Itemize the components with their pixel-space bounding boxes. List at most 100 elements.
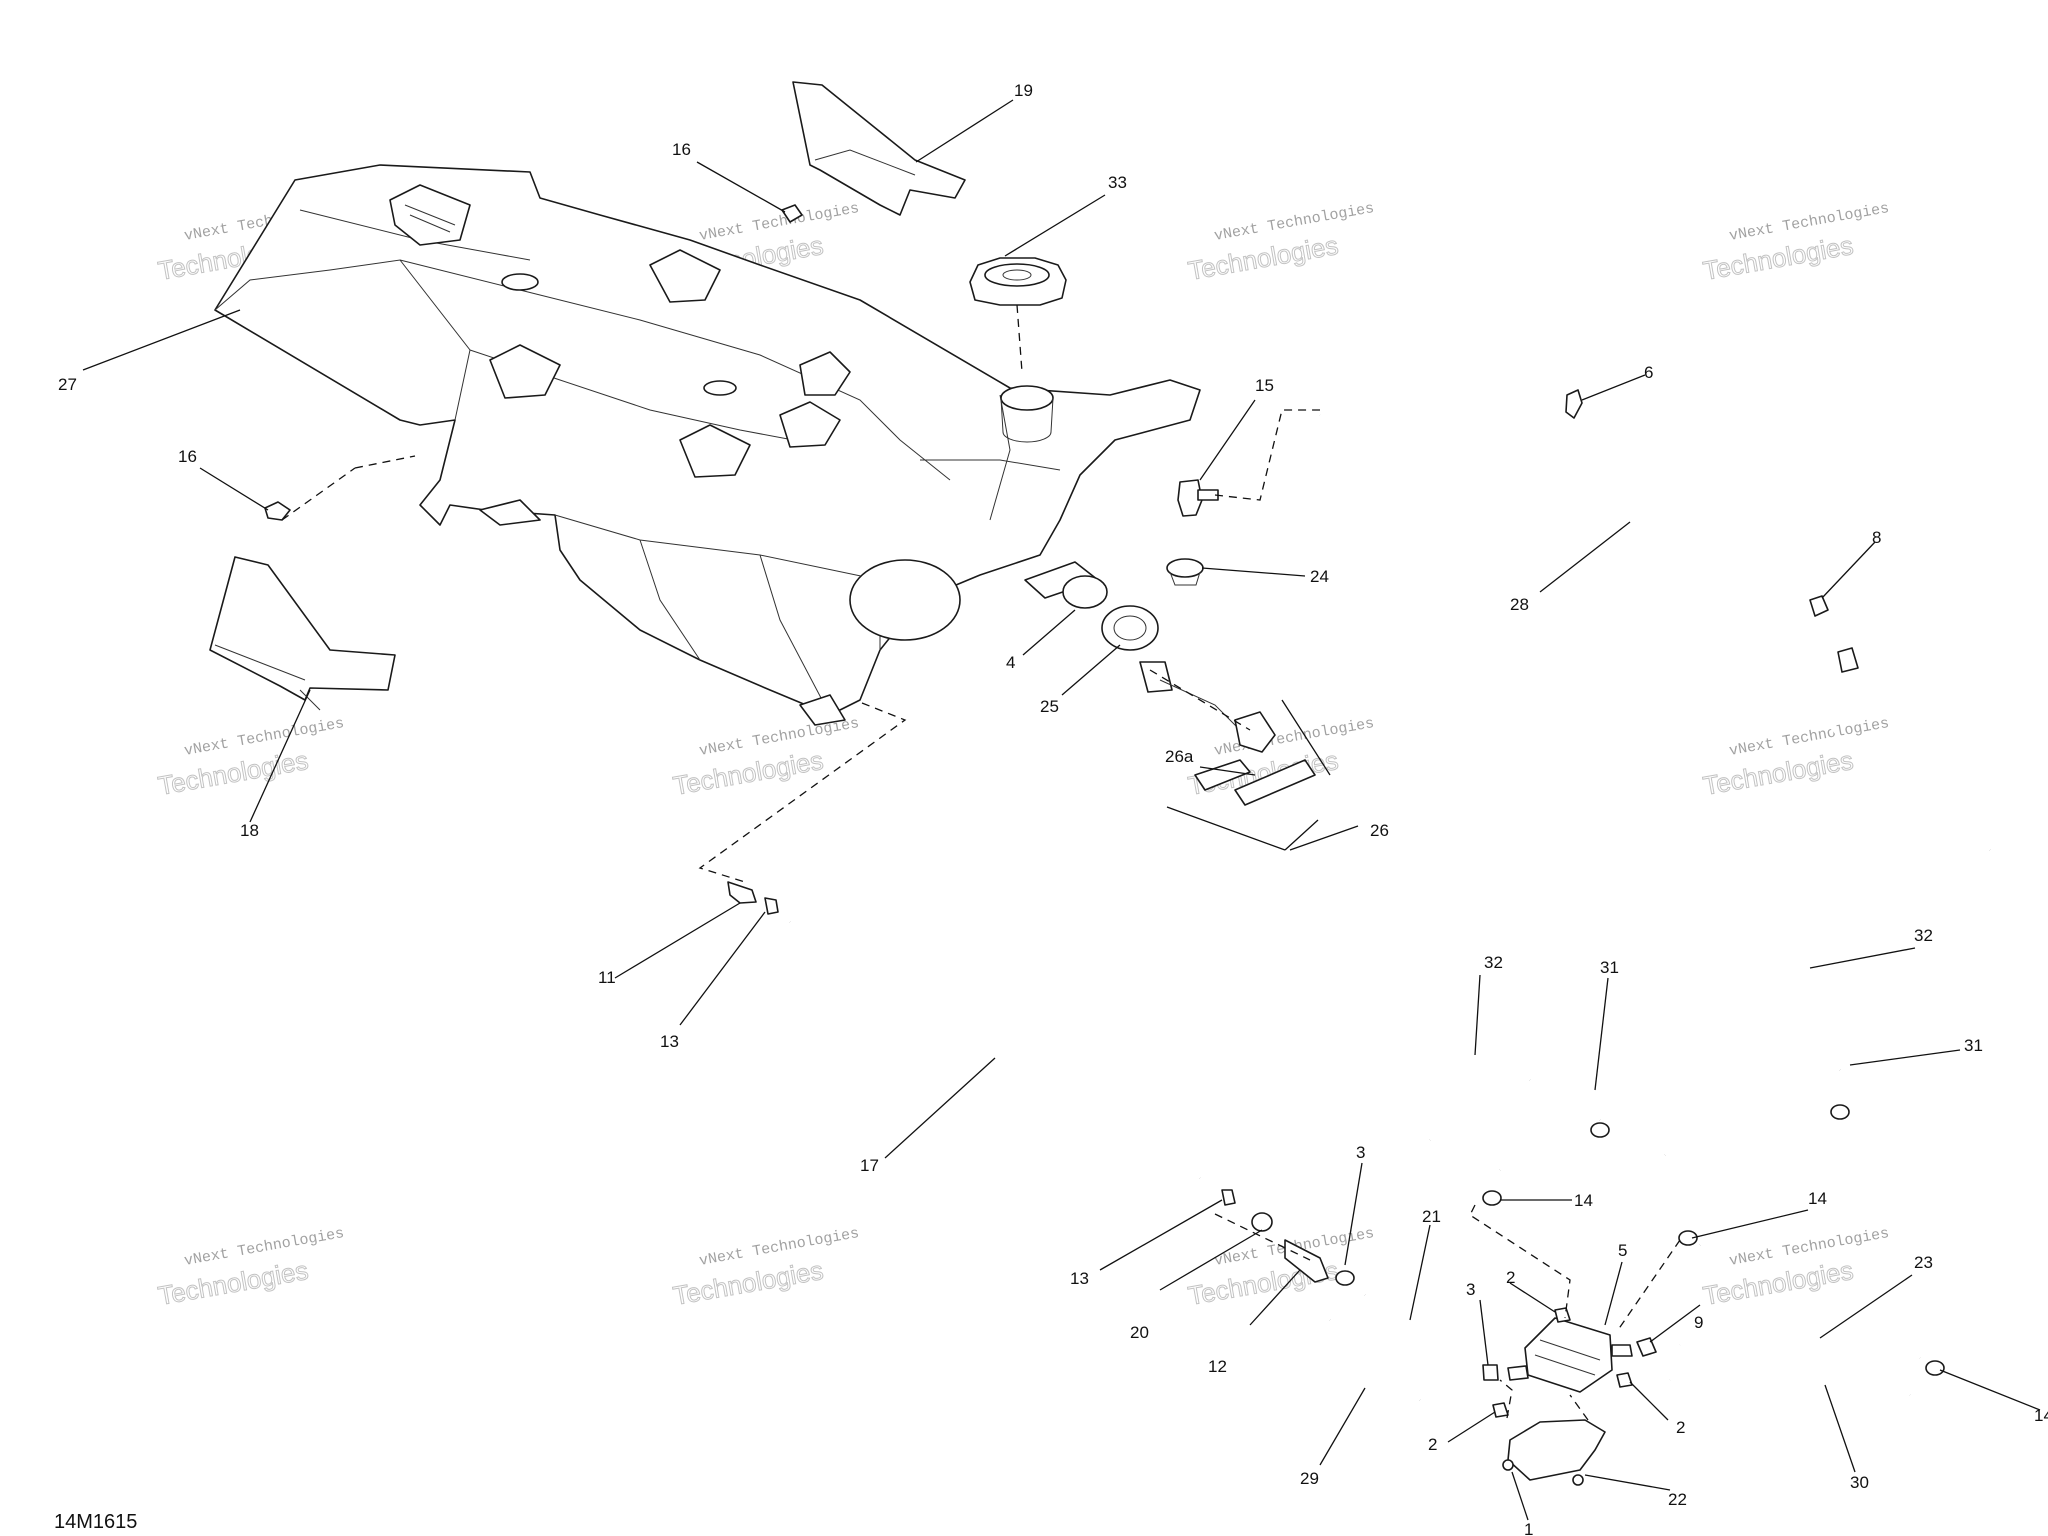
grommet-icon: [1251, 1212, 1273, 1232]
tank-pad-icon: [489, 344, 561, 399]
callout-6: 6: [1644, 363, 1653, 382]
callout-5: 5: [1618, 1241, 1627, 1260]
callout-14: 14: [1574, 1191, 1593, 1210]
callout-11: 11: [598, 968, 616, 987]
callout-25: 25: [1040, 697, 1059, 716]
clamp-icon: [1636, 1337, 1657, 1357]
callout-3b: 3: [1466, 1280, 1475, 1299]
callout-31: 31: [1600, 958, 1619, 977]
svg-text:Technologies: Technologies: [1186, 230, 1341, 286]
filler-grommet: [1166, 558, 1204, 586]
hose-set-left: [1422, 1048, 1607, 1175]
callout-3: 3: [1356, 1143, 1365, 1162]
callout-19: 19: [1014, 81, 1033, 100]
clamp-icon: [1482, 1364, 1499, 1381]
svg-text:Technologies: Technologies: [671, 1255, 826, 1311]
figure-id: 14M1615: [54, 1511, 138, 1533]
fuel-pump: [1139, 661, 1316, 806]
pressure-regulator: [1507, 1317, 1633, 1393]
callout-33: 33: [1108, 173, 1127, 192]
heat-shield-top: [792, 81, 966, 216]
fuel-hose-21: [1361, 1288, 1488, 1384]
callout-22: 22: [1668, 1490, 1687, 1509]
hose-clamp-icon: [1925, 1360, 1945, 1376]
quick-connector: [1284, 1239, 1329, 1283]
callout-17: 17: [860, 1156, 879, 1175]
tank-pad-icon: [779, 401, 841, 448]
hose-clamp-icon: [1482, 1190, 1502, 1206]
callout-32b: 32: [1914, 926, 1933, 945]
clip-icon: [1837, 647, 1859, 673]
clamp-icon: [764, 897, 779, 915]
callout-27: 27: [58, 375, 77, 394]
fuel-line-long: [788, 920, 1202, 1180]
leader-lines: [82, 99, 2041, 1521]
bolt-icon: [1502, 1459, 1514, 1471]
hose-clamp-icon: [1335, 1270, 1355, 1286]
callout-15: 15: [1255, 376, 1274, 395]
callout-32: 32: [1484, 953, 1503, 972]
svg-text:Technologies: Technologies: [1701, 230, 1856, 286]
callout-23: 23: [1914, 1253, 1933, 1272]
tank-port-icon: [703, 380, 737, 396]
svg-text:Technologies: Technologies: [1701, 1255, 1856, 1311]
callout-8: 8: [1872, 528, 1881, 547]
callout-2b: 2: [1676, 1418, 1685, 1437]
callout-16b: 16: [178, 447, 197, 466]
fitting: [727, 881, 757, 904]
callout-14b: 14: [1808, 1189, 1827, 1208]
vent-line: [1319, 378, 1992, 852]
nut-icon: [1616, 1372, 1633, 1388]
callout-30: 30: [1850, 1473, 1869, 1492]
bolt-icon: [1572, 1474, 1584, 1486]
callout-labels: 19 16 33 27 16 15 6 24 28 8 4 25 26a 26 …: [58, 81, 2048, 1536]
callout-20: 20: [1130, 1323, 1149, 1342]
grommet-icon: [264, 501, 291, 521]
svg-text:Technologies: Technologies: [156, 1255, 311, 1311]
callout-31b: 31: [1964, 1036, 1983, 1055]
hose-clamp-icon: [1830, 1104, 1850, 1120]
mounting-bracket: [1507, 1419, 1606, 1481]
hose-set-right: [1656, 967, 1845, 1248]
pump-seal-icon: [1062, 575, 1108, 609]
callout-18: 18: [240, 821, 259, 840]
tank-pad-icon: [679, 424, 751, 478]
hose-clamp-icon: [1590, 1122, 1610, 1138]
callout-26: 26: [1370, 821, 1389, 840]
assembly-dashed-lines: [281, 304, 1681, 1421]
heat-shield-left: [209, 556, 396, 701]
svg-text:Technologies: Technologies: [156, 745, 311, 801]
fuel-hose-30: [1669, 1365, 1911, 1401]
locking-ring: [1101, 605, 1159, 651]
svg-text:Technologies: Technologies: [671, 745, 826, 801]
fuel-hose-23: [1679, 1331, 1921, 1364]
callout-14c: 14: [2034, 1406, 2048, 1425]
nut-icon: [1554, 1307, 1571, 1323]
callout-13: 13: [660, 1032, 679, 1051]
hose-clamp-icon: [1678, 1230, 1698, 1246]
check-valve: [1565, 389, 1583, 419]
callout-2c: 2: [1428, 1435, 1437, 1454]
callout-29: 29: [1300, 1469, 1319, 1488]
fuel-tank: [214, 164, 1201, 726]
tank-pad-icon: [799, 351, 851, 396]
tank-port-icon: [501, 273, 539, 291]
callout-21: 21: [1422, 1207, 1441, 1226]
grommet-icon: [781, 204, 803, 223]
rollover-valve: [1177, 479, 1219, 517]
clamp-icon: [1221, 1189, 1236, 1206]
tank-pad-icon: [649, 249, 721, 303]
svg-text:Technologies: Technologies: [1701, 745, 1856, 801]
callout-1: 1: [1524, 1520, 1533, 1536]
callout-2: 2: [1506, 1268, 1515, 1287]
callout-24: 24: [1310, 567, 1329, 586]
